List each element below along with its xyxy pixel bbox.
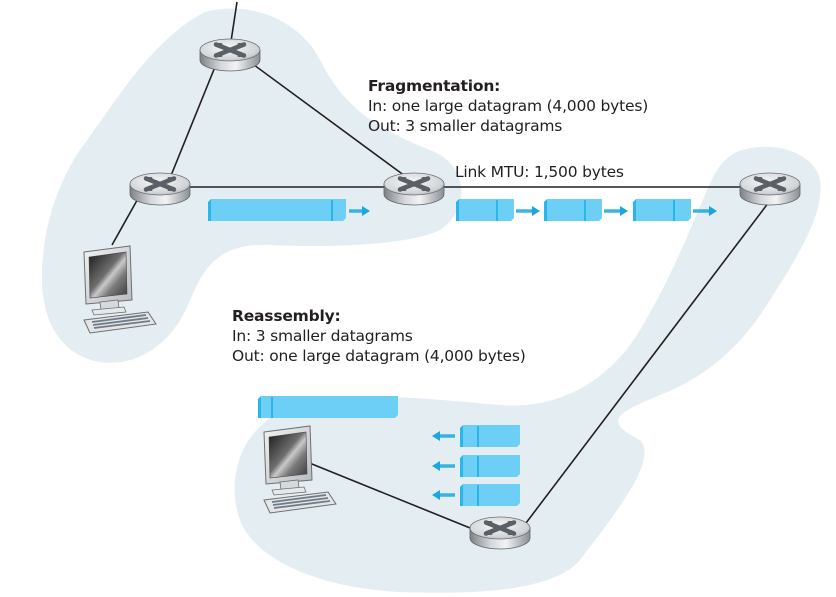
- network-region-right: [234, 146, 821, 593]
- link-bottom-host: [306, 461, 481, 533]
- datagram-fragment-2-edge: [544, 199, 547, 221]
- arrow-arriving-1-head: [432, 431, 440, 441]
- fragmentation-out: Out: 3 smaller datagrams: [368, 117, 563, 135]
- router-top-icon: [200, 39, 260, 71]
- datagram-original: [211, 199, 346, 221]
- fragmentation-in: In: one large datagram (4,000 bytes): [368, 97, 649, 115]
- fragmentation-annotation: Fragmentation: In: one large datagram (4…: [368, 76, 648, 136]
- arrow-arriving-3-head: [432, 490, 440, 500]
- datagram-arriving-3-edge: [460, 484, 463, 506]
- datagram-original-edge: [208, 199, 211, 221]
- arrow-fragment-1-head: [532, 206, 540, 216]
- router-left-icon: [130, 173, 190, 205]
- reassembly-out: Out: one large datagram (4,000 bytes): [232, 347, 526, 365]
- fragmentation-title: Fragmentation:: [368, 77, 501, 95]
- arrow-arriving-2-head: [432, 461, 440, 471]
- network-region-left: [41, 8, 462, 363]
- router-right-icon: [740, 173, 800, 205]
- router-bottom-icon: [470, 517, 530, 549]
- datagram-fragment-3-edge: [633, 199, 636, 221]
- reassembly-annotation: Reassembly: In: 3 smaller datagrams Out:…: [232, 306, 526, 366]
- link-mtu-label: Link MTU: 1,500 bytes: [455, 163, 624, 181]
- arrow-fragment-2-head: [620, 206, 628, 216]
- datagram-fragment-1-edge: [456, 199, 459, 221]
- reassembly-title: Reassembly:: [232, 307, 341, 325]
- datagram-fragment-2: [547, 199, 602, 221]
- link-right-bottom: [525, 197, 773, 524]
- arrow-fragment-3-head: [709, 206, 717, 216]
- link-top-left: [169, 61, 218, 179]
- datagram-arriving-2-edge: [460, 455, 463, 477]
- link-top-fragmenting: [249, 61, 406, 177]
- arrow-original-head: [362, 206, 370, 216]
- datagram-reassembled: [261, 396, 398, 418]
- datagram-arriving-2: [463, 455, 520, 477]
- datagram-arriving-1: [463, 425, 520, 447]
- datagram-fragment-3: [636, 199, 691, 221]
- datagram-arriving-1-edge: [460, 425, 463, 447]
- datagram-reassembled-edge: [258, 396, 261, 418]
- datagram-layer: [208, 199, 717, 506]
- router-fragmenting-icon: [384, 173, 444, 205]
- reassembly-in: In: 3 smaller datagrams: [232, 327, 413, 345]
- datagram-arriving-3: [463, 484, 520, 506]
- link-left-host: [111, 194, 141, 246]
- datagram-fragment-1: [459, 199, 514, 221]
